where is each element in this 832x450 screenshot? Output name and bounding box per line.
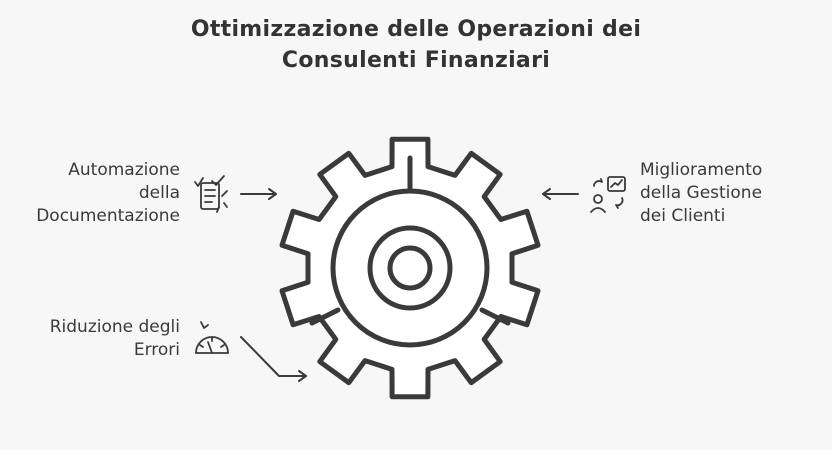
label-line: della Gestione [640,183,763,203]
document-checklist-icon [194,175,228,213]
gear-split-line [479,307,511,326]
arrow-left-icon [542,188,579,200]
label-line: Miglioramento [640,160,763,180]
label-automazione-documentazione: Automazione della Documentazione [10,159,180,228]
label-line: Errori [133,340,180,360]
client-presentation-icon [590,176,626,213]
gear-icon [279,136,541,400]
arrow-right-icon [240,188,277,200]
label-line: Automazione [68,160,180,180]
label-miglioramento-gestione-clienti: Miglioramento della Gestione dei Clienti [640,159,825,228]
gear-split-line [309,307,341,326]
label-line: della [138,183,180,203]
label-line: Riduzione degli [49,317,180,337]
gear-hub-inner [387,245,433,291]
diagram-title: Ottimizzazione delle Operazioni dei Cons… [0,14,832,76]
label-riduzione-errori: Riduzione degli Errori [10,316,180,362]
label-line: dei Clienti [640,206,726,226]
label-line: Documentazione [36,206,180,226]
arrow-diagonal-icon [240,336,307,382]
speedometer-gauge-icon [195,321,229,354]
title-line-1: Ottimizzazione delle Operazioni dei [190,17,642,42]
title-line-2: Consulenti Finanziari [281,48,551,73]
